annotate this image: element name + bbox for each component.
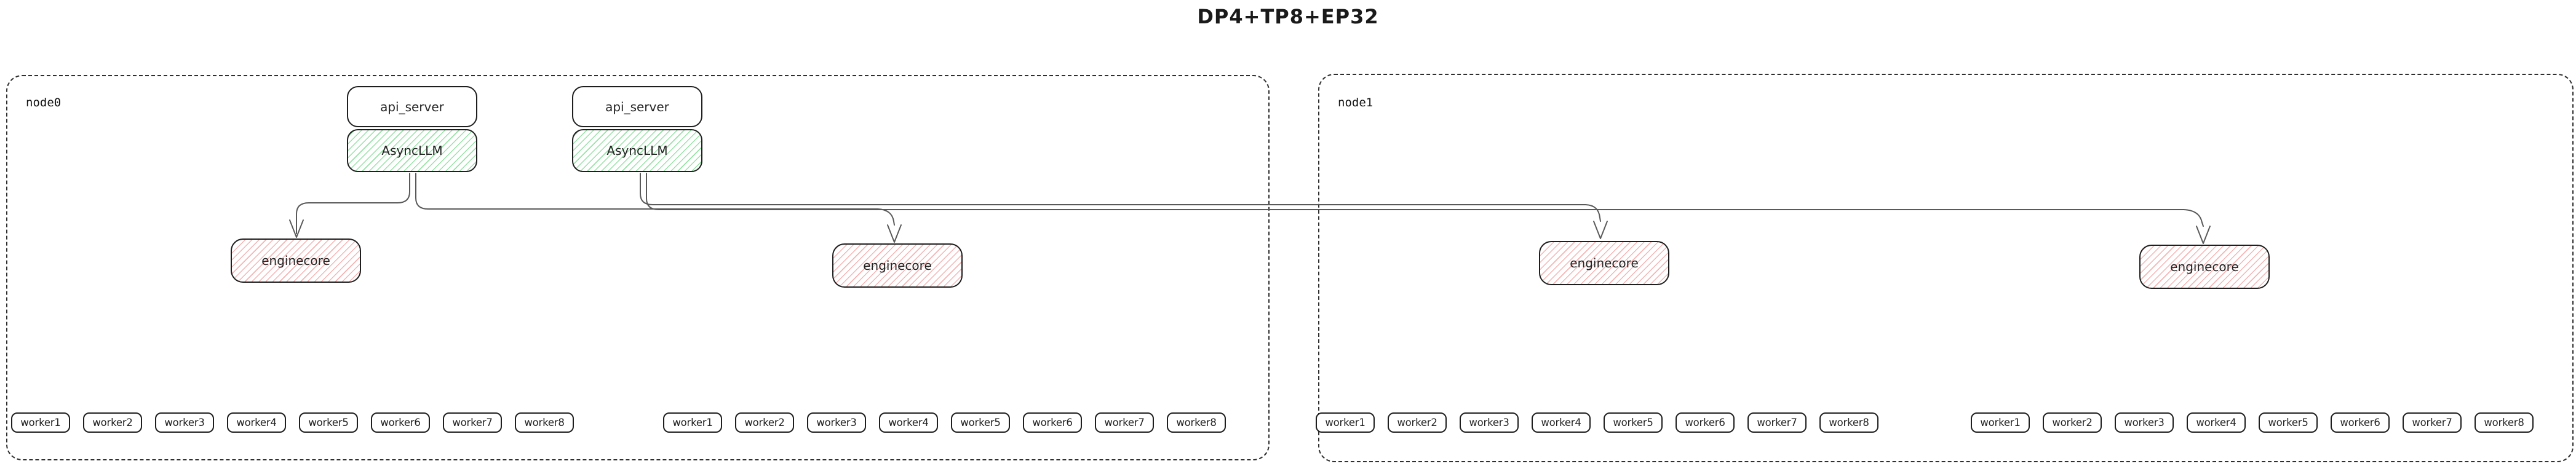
- edge-asyncllm2-enginecore3: [640, 173, 1608, 239]
- worker-box: worker2: [83, 412, 142, 433]
- worker-box: worker1: [1316, 412, 1375, 433]
- node1-label: node1: [1338, 96, 1373, 109]
- enginecore-box-4: enginecore: [2139, 245, 2270, 289]
- api-server-box-1: api_server: [347, 86, 477, 127]
- worker-box: worker6: [371, 412, 430, 433]
- worker-box: worker1: [11, 412, 70, 433]
- worker-box: worker7: [1747, 412, 1807, 433]
- worker-box: worker4: [879, 412, 938, 433]
- edge-asyncllm2-enginecore4: [646, 173, 2211, 244]
- worker-box: worker2: [735, 412, 794, 433]
- worker-box: worker7: [2403, 412, 2462, 433]
- enginecore-box-3: enginecore: [1539, 241, 1669, 285]
- worker-box: worker4: [2187, 412, 2246, 433]
- enginecore-box-2: enginecore: [832, 243, 963, 288]
- worker-box: worker1: [663, 412, 722, 433]
- asyncllm-box-1: AsyncLLM: [347, 129, 477, 172]
- diagram-title: DP4+TP8+EP32: [1197, 5, 1379, 28]
- worker-box: worker2: [1388, 412, 1447, 433]
- worker-box: worker5: [1604, 412, 1663, 433]
- worker-group-node1-b: worker1 worker2 worker3 worker4 worker5 …: [1971, 412, 2534, 433]
- worker-box: worker8: [515, 412, 574, 433]
- worker-box: worker4: [227, 412, 286, 433]
- edge-asyncllm1-enginecore2: [415, 173, 902, 243]
- asyncllm-box-2: AsyncLLM: [572, 129, 702, 172]
- worker-box: worker2: [2043, 412, 2102, 433]
- worker-group-node0-a: worker1 worker2 worker3 worker4 worker5 …: [11, 412, 574, 433]
- worker-box: worker5: [951, 412, 1010, 433]
- worker-box: worker7: [1095, 412, 1154, 433]
- edge-asyncllm1-enginecore1: [289, 173, 410, 238]
- worker-box: worker7: [443, 412, 502, 433]
- worker-box: worker3: [807, 412, 866, 433]
- node1-container: [1318, 74, 2574, 462]
- worker-box: worker3: [2115, 412, 2174, 433]
- worker-group-node0-b: worker1 worker2 worker3 worker4 worker5 …: [663, 412, 1226, 433]
- worker-box: worker4: [1532, 412, 1591, 433]
- node0-container: [6, 75, 1270, 460]
- enginecore-box-1: enginecore: [231, 238, 361, 283]
- worker-box: worker8: [2475, 412, 2534, 433]
- worker-box: worker3: [155, 412, 214, 433]
- worker-box: worker1: [1971, 412, 2030, 433]
- worker-box: worker8: [1819, 412, 1878, 433]
- worker-box: worker8: [1167, 412, 1226, 433]
- worker-group-node1-a: worker1 worker2 worker3 worker4 worker5 …: [1316, 412, 1878, 433]
- node0-label: node0: [26, 96, 62, 109]
- worker-box: worker6: [1023, 412, 1082, 433]
- worker-box: worker5: [299, 412, 358, 433]
- worker-box: worker6: [2331, 412, 2390, 433]
- worker-box: worker5: [2259, 412, 2318, 433]
- worker-box: worker3: [1460, 412, 1519, 433]
- api-server-box-2: api_server: [572, 86, 702, 127]
- worker-box: worker6: [1676, 412, 1735, 433]
